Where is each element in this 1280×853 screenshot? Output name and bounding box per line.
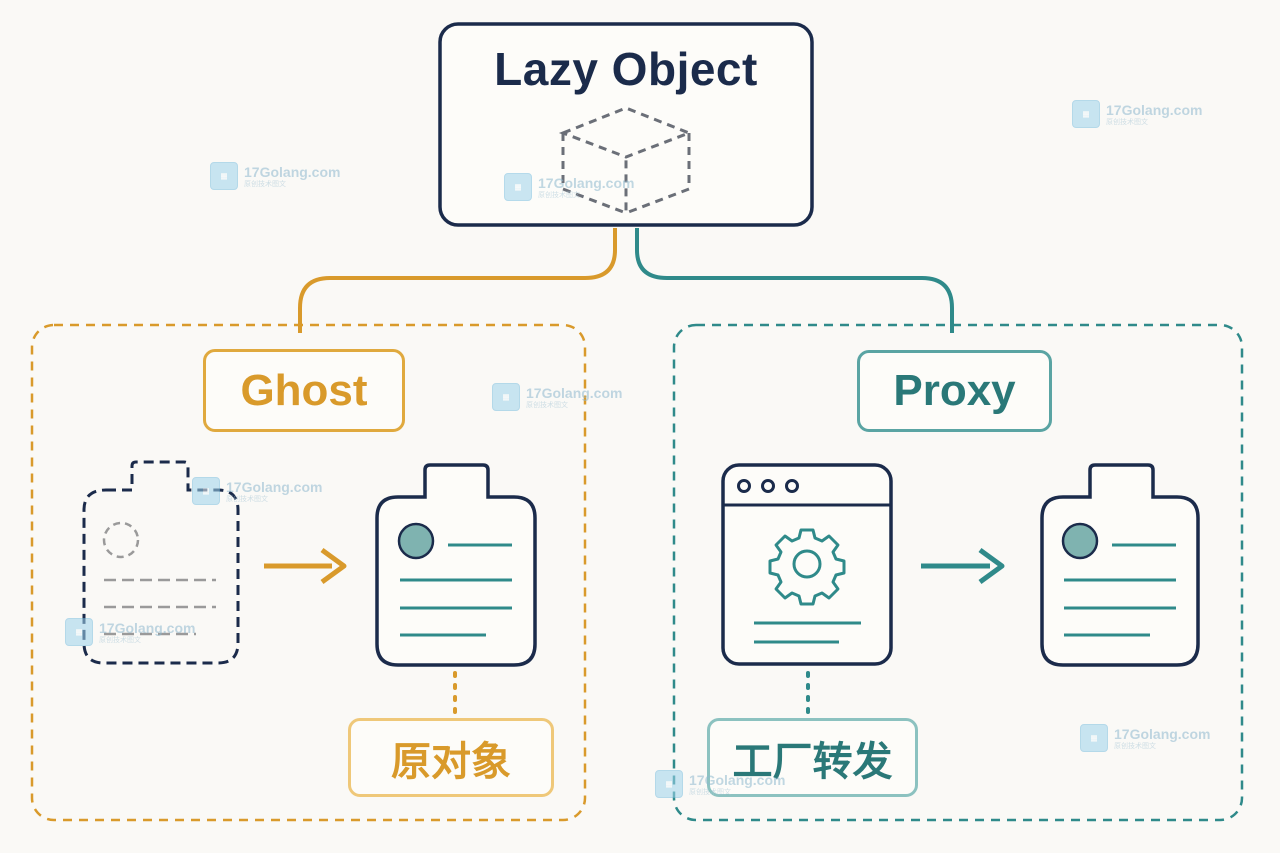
watermark-logo-icon: ▦ [655,770,683,798]
document-icon [1040,463,1200,667]
arrow-right-icon [264,547,347,585]
window-gear-icon [721,463,893,666]
ghost-connector [298,228,617,333]
watermark-logo-icon: ▦ [1072,100,1100,128]
gear-icon [768,528,846,606]
title-box [438,22,814,227]
watermark-logo-icon: ▦ [492,383,520,411]
proxy-caption: 工厂转发 [732,739,893,784]
document-icon [375,463,537,667]
proxy-label: Proxy [893,366,1016,415]
ghost-group-border [30,323,587,822]
arrow-right-icon [921,547,1005,585]
ghost-caption-box: 原对象 [348,718,554,797]
proxy-group-border [672,323,1244,822]
ghost-label-box: Ghost [203,349,405,432]
ghost-caption: 原对象 [391,739,511,784]
ghost-document-icon [82,460,240,665]
watermark-logo-icon: ▦ [192,477,220,505]
watermark-logo-icon: ▦ [210,162,238,190]
proxy-label-box: Proxy [857,350,1052,432]
watermark-logo-icon: ▦ [1080,724,1108,752]
cube-icon [558,106,694,216]
ghost-label: Ghost [240,365,368,415]
title-label: Lazy Object [494,43,758,95]
proxy-connector [635,228,954,333]
proxy-caption-box: 工厂转发 [707,718,918,797]
watermark-logo-icon: ▦ [504,173,532,201]
watermark-logo-icon: ▦ [65,618,93,646]
